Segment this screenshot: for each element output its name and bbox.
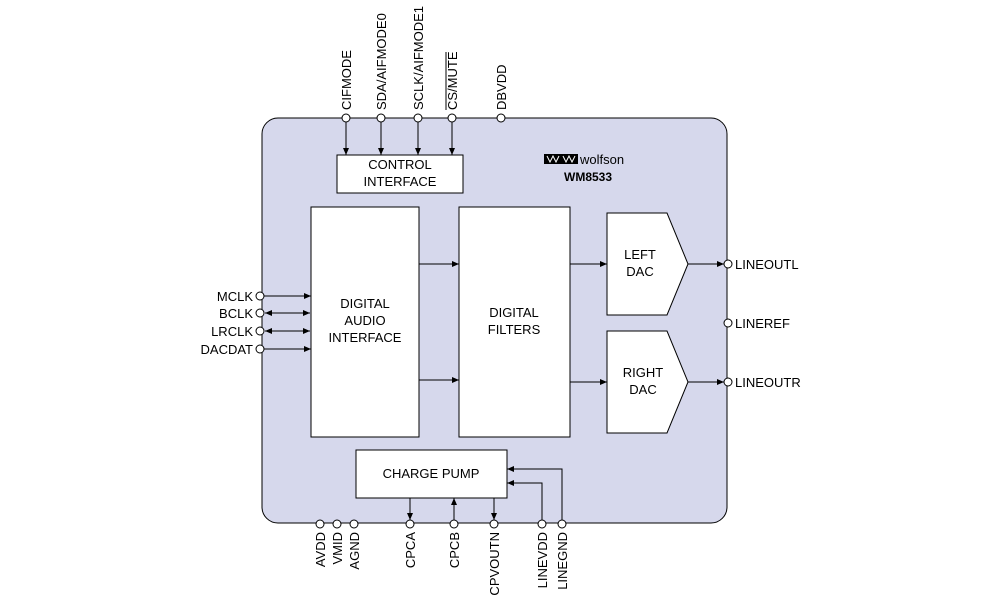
- top-pins: CIFMODE SDA/AIFMODE0 SCLK/AIFMODE1 CS/MU…: [339, 6, 509, 155]
- pin-cpcb: [449, 519, 459, 529]
- right-pins: LINEOUTL LINEREF LINEOUTR: [723, 257, 801, 390]
- dai-label-2: AUDIO: [344, 313, 385, 328]
- pin-lineref: [723, 318, 733, 328]
- pin-cs-mute: [447, 113, 457, 123]
- charge-pump-label: CHARGE PUMP: [383, 466, 480, 481]
- pin-avdd: [315, 519, 325, 529]
- left-pins: MCLK BCLK LRCLK DACDAT: [201, 289, 311, 357]
- dai-label-1: DIGITAL: [340, 296, 390, 311]
- pin-agnd: [349, 519, 359, 529]
- pin-label-sda-aifmode0: SDA/AIFMODE0: [374, 13, 389, 110]
- pin-label-bclk: BCLK: [219, 306, 253, 321]
- pin-label-cifmode: CIFMODE: [339, 50, 354, 110]
- pin-label-cpcb: CPCB: [447, 532, 462, 568]
- filters-label-1: DIGITAL: [489, 305, 539, 320]
- pin-label-cpca: CPCA: [403, 532, 418, 568]
- pin-bclk: [255, 308, 265, 318]
- pin-linevdd: [537, 519, 547, 529]
- pin-label-sclk-aifmode1: SCLK/AIFMODE1: [411, 6, 426, 110]
- pin-cifmode: [341, 113, 351, 123]
- pin-label-linegnd: LINEGND: [555, 532, 570, 590]
- pin-linegnd: [557, 519, 567, 529]
- left-dac-block: [606, 212, 689, 316]
- pin-mclk: [255, 291, 265, 301]
- pin-label-avdd: AVDD: [313, 532, 328, 567]
- pin-lineoutl: [723, 259, 733, 269]
- right-dac-block: [606, 330, 689, 434]
- right-dac-label-1: RIGHT: [623, 365, 664, 380]
- pin-label-lineref: LINEREF: [735, 316, 790, 331]
- pin-label-lrclk: LRCLK: [211, 324, 253, 339]
- control-interface-label-1: CONTROL: [368, 157, 432, 172]
- right-dac-label-2: DAC: [629, 382, 656, 397]
- pin-lineoutr: [723, 377, 733, 387]
- pin-label-cpvoutn: CPVOUTN: [487, 532, 502, 596]
- pin-cpca: [405, 519, 415, 529]
- pin-label-lineoutr: LINEOUTR: [735, 375, 801, 390]
- left-dac-label-1: LEFT: [624, 247, 656, 262]
- pin-sda-aifmode0: [376, 113, 386, 123]
- pin-label-cs-mute: CS/MUTE: [445, 51, 460, 110]
- wolfson-logo: wolfson: [544, 152, 624, 167]
- charge-pump-block: [355, 449, 508, 499]
- internal-signals: [419, 261, 724, 385]
- left-dac-label-2: DAC: [626, 264, 653, 279]
- pin-label-vmid: VMID: [330, 532, 345, 565]
- pin-lrclk: [255, 326, 265, 336]
- pin-dacdat: [255, 344, 265, 354]
- filters-label-2: FILTERS: [488, 322, 541, 337]
- control-interface-label-2: INTERFACE: [364, 174, 437, 189]
- pin-sclk-aifmode1: [413, 113, 423, 123]
- pin-label-lineoutl: LINEOUTL: [735, 257, 799, 272]
- bottom-pins: AVDD VMID AGND CPCA CPCB CPVOUTN LINEVDD…: [313, 466, 570, 596]
- pin-label-dbvdd: DBVDD: [494, 64, 509, 110]
- pin-dbvdd: [496, 113, 506, 123]
- pin-label-dacdat: DACDAT: [201, 342, 254, 357]
- control-interface-block: [336, 154, 464, 194]
- part-number: WM8533: [564, 170, 612, 184]
- pin-vmid: [332, 519, 342, 529]
- pin-label-agnd: AGND: [347, 532, 362, 570]
- dai-label-3: INTERFACE: [329, 330, 402, 345]
- digital-audio-interface-block: [310, 206, 420, 438]
- pin-label-mclk: MCLK: [217, 289, 253, 304]
- logo-text: wolfson: [579, 152, 624, 167]
- pin-label-linevdd: LINEVDD: [535, 532, 550, 588]
- digital-filters-block: [458, 206, 571, 438]
- pin-cpvoutn: [489, 519, 499, 529]
